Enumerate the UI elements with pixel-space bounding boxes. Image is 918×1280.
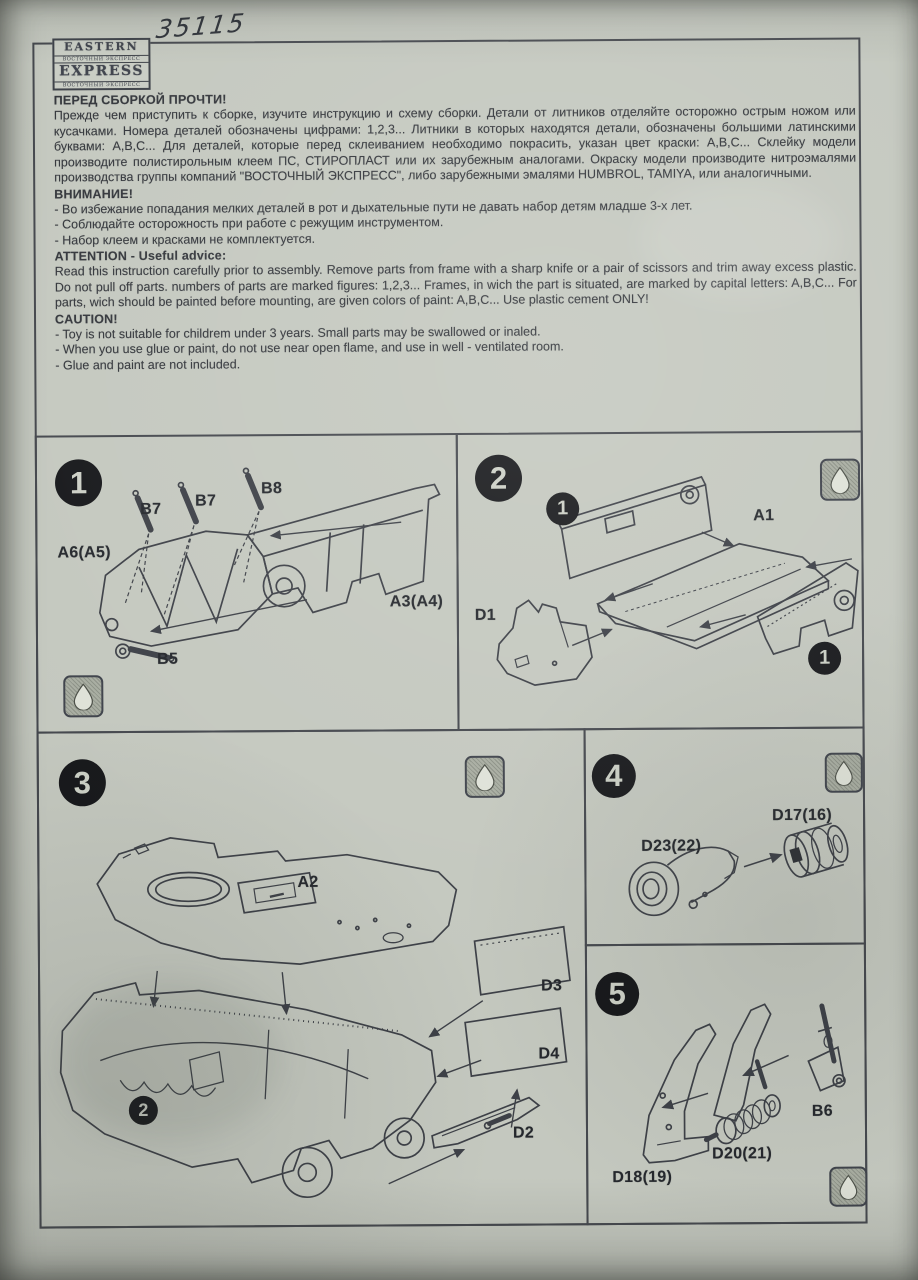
part-label: B6 — [811, 1102, 833, 1120]
subassembly-ref-badge: 2 — [128, 1095, 158, 1126]
droplet-glyph — [830, 466, 850, 494]
logo-line-eastern: EASTERN — [64, 39, 139, 54]
part-label: A3(A4) — [389, 593, 444, 611]
droplet-glyph — [475, 763, 495, 791]
step-number-badge: 3 — [58, 759, 107, 807]
part-label: D3 — [541, 977, 563, 995]
step-number-badge: 2 — [474, 454, 523, 502]
logo-cyrillic-band-2: ВОСТОЧНЫЙ ЭКСПРЕСС — [54, 80, 149, 89]
part-label: B7 — [195, 492, 217, 510]
subassembly-ref-badge: 1 — [808, 641, 842, 675]
handwritten-kit-number: 35115 — [154, 7, 248, 45]
read-before-body: Прежде чем приступить к сборке, изучите … — [53, 103, 857, 185]
part-label: A2 — [297, 873, 319, 891]
step-4-diagram — [628, 822, 849, 917]
droplet-glyph — [839, 1174, 858, 1200]
step-3-panel: 3 2 A2 D3 D4 D2 — [36, 728, 589, 1229]
part-label: D4 — [538, 1045, 560, 1063]
instruction-text-column: ПЕРЕД СБОРКОЙ ПРОЧТИ! Прежде чем приступ… — [54, 88, 858, 374]
part-label: D2 — [512, 1124, 535, 1142]
part-label: D23(22) — [641, 837, 702, 855]
part-label: A1 — [753, 507, 775, 525]
step-number-badge: 1 — [54, 459, 103, 507]
logo-cyrillic-band: ВОСТОЧНЫЙ ЭКСПРЕСС — [54, 54, 149, 64]
droplet-glyph — [834, 760, 853, 786]
eastern-express-logo: EASTERN ВОСТОЧНЫЙ ЭКСПРЕСС EXPRESS ВОСТО… — [52, 37, 151, 91]
step-5-diagram — [642, 1003, 846, 1164]
glue-icon — [63, 675, 104, 718]
step-number-badge: 4 — [591, 753, 636, 799]
droplet-glyph — [73, 683, 93, 711]
part-label: B7 — [140, 500, 162, 518]
part-label: B5 — [157, 650, 179, 668]
step-number-badge: 5 — [595, 971, 640, 1017]
attention-body: Read this instruction carefully prior to… — [54, 259, 857, 310]
glue-icon — [464, 755, 505, 798]
part-label: D20(21) — [712, 1145, 773, 1163]
logo-line-express: EXPRESS — [59, 63, 144, 80]
part-label: A6(A5) — [57, 544, 111, 562]
part-label: D18(19) — [612, 1168, 673, 1187]
glue-icon — [819, 458, 861, 501]
glue-icon — [829, 1166, 868, 1207]
step-2-panel: 2 1 1 A1 D1 — [455, 430, 865, 732]
step-4-panel: 4 D23(22) D17(16) — [583, 726, 866, 947]
part-label: D1 — [474, 606, 496, 624]
step-3-diagram — [59, 837, 571, 1199]
part-label: B8 — [261, 480, 283, 498]
glue-icon — [824, 752, 863, 793]
step-1-diagram — [98, 467, 441, 663]
step-5-panel: 5 B6 D20(21) D18(19) — [584, 942, 868, 1226]
step-2-diagram — [496, 475, 859, 686]
subassembly-ref-badge: 1 — [546, 492, 580, 526]
part-label: D17(16) — [772, 806, 833, 825]
step-1-panel: 1 B7 B7 B8 A6(A5) A3(A4) B5 — [34, 433, 460, 734]
